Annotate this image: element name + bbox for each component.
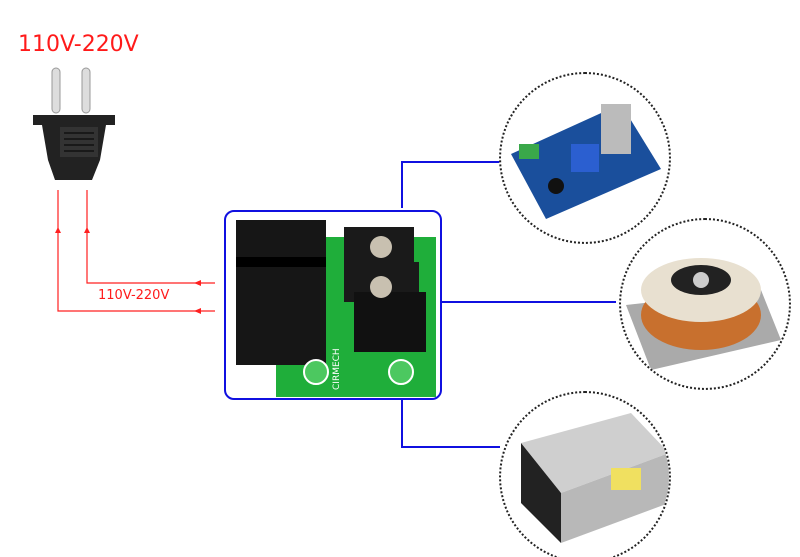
ac-dc-psu-module-image <box>499 72 671 244</box>
arrow-up-icon <box>55 227 61 233</box>
input-voltage-title: 110V-220V <box>18 32 139 57</box>
toroidal-transformer-image <box>619 218 791 390</box>
power-plug-icon <box>33 67 115 180</box>
switching-psu-image <box>499 391 671 557</box>
wire-voltage-label: 110V-220V <box>98 288 170 303</box>
arrow-left-icon <box>194 280 201 286</box>
arrow-left-icon <box>194 308 201 314</box>
wire-live <box>86 190 215 284</box>
link-psu-board <box>401 161 500 208</box>
arrow-up-icon <box>84 227 90 233</box>
board-silkscreen: CIRMECH <box>332 348 342 390</box>
power-connector-board: CIRMECH <box>224 210 442 400</box>
link-switching-psu <box>401 400 500 448</box>
